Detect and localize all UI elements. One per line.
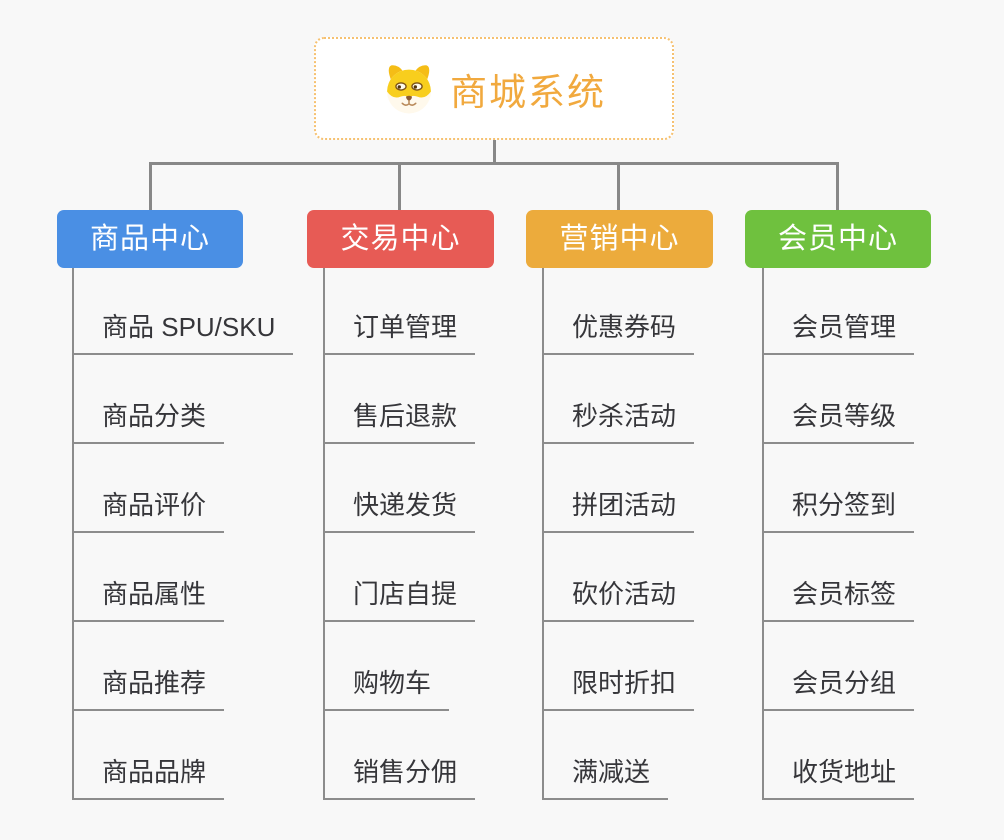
- child-node[interactable]: 收货地址: [762, 711, 915, 800]
- child-node-label: 售后退款: [323, 396, 476, 444]
- child-node[interactable]: 限时折扣: [542, 622, 695, 711]
- child-node[interactable]: 门店自提: [323, 533, 476, 622]
- child-node[interactable]: 商品品牌: [72, 711, 293, 800]
- branch-header-trade-center[interactable]: 交易中心: [307, 210, 494, 268]
- child-node-label: 优惠券码: [542, 307, 695, 355]
- branch-children-marketing-center: 优惠券码 秒杀活动 拼团活动 砍价活动 限时折扣 满减送: [542, 266, 695, 800]
- child-node-label: 会员标签: [762, 574, 915, 622]
- child-node[interactable]: 会员等级: [762, 355, 915, 444]
- child-node-label: 砍价活动: [542, 574, 695, 622]
- child-node[interactable]: 商品 SPU/SKU: [72, 266, 294, 355]
- child-node-label: 满减送: [542, 752, 669, 800]
- child-node-label: 门店自提: [323, 574, 476, 622]
- child-node-label: 快递发货: [323, 485, 476, 533]
- child-node-label: 商品 SPU/SKU: [72, 307, 294, 355]
- connector-branch-line: [72, 268, 74, 800]
- branch-header-marketing-center[interactable]: 营销中心: [526, 210, 713, 268]
- child-node[interactable]: 优惠券码: [542, 266, 695, 355]
- connector-branch-line: [323, 268, 325, 800]
- child-node[interactable]: 会员标签: [762, 533, 915, 622]
- connector-branch-line: [762, 268, 764, 800]
- branch-children-member-center: 会员管理 会员等级 积分签到 会员标签 会员分组 收货地址: [762, 266, 915, 800]
- branch-header-member-center[interactable]: 会员中心: [745, 210, 931, 268]
- child-node-label: 会员管理: [762, 307, 915, 355]
- child-node-label: 商品分类: [72, 396, 225, 444]
- connector-drop-member-center: [836, 162, 839, 210]
- child-node[interactable]: 销售分佣: [323, 711, 476, 800]
- child-node[interactable]: 积分签到: [762, 444, 915, 533]
- child-node[interactable]: 秒杀活动: [542, 355, 695, 444]
- shiba-dog-face-icon: [382, 62, 436, 116]
- child-node[interactable]: 会员管理: [762, 266, 915, 355]
- connector-root-stem: [493, 140, 496, 163]
- branch-header-product-center[interactable]: 商品中心: [57, 210, 243, 268]
- connector-branch-line: [542, 268, 544, 800]
- child-node[interactable]: 商品推荐: [72, 622, 293, 711]
- child-node[interactable]: 快递发货: [323, 444, 476, 533]
- child-node-label: 会员分组: [762, 663, 915, 711]
- child-node-label: 限时折扣: [542, 663, 695, 711]
- child-node-label: 会员等级: [762, 396, 915, 444]
- child-node-label: 积分签到: [762, 485, 915, 533]
- child-node[interactable]: 会员分组: [762, 622, 915, 711]
- child-node-label: 商品品牌: [72, 752, 225, 800]
- child-node-label: 销售分佣: [323, 752, 476, 800]
- connector-drop-trade-center: [398, 162, 401, 210]
- branch-children-product-center: 商品 SPU/SKU 商品分类 商品评价 商品属性 商品推荐 商品品牌: [72, 266, 294, 800]
- child-node[interactable]: 订单管理: [323, 266, 476, 355]
- child-node-label: 商品评价: [72, 485, 225, 533]
- connector-horizontal-bar: [149, 162, 839, 165]
- child-node[interactable]: 售后退款: [323, 355, 476, 444]
- child-node[interactable]: 商品评价: [72, 444, 293, 533]
- child-node-label: 购物车: [323, 663, 450, 711]
- child-node[interactable]: 商品分类: [72, 355, 293, 444]
- child-node-label: 秒杀活动: [542, 396, 695, 444]
- child-node-label: 商品属性: [72, 574, 225, 622]
- child-node-label: 拼团活动: [542, 485, 695, 533]
- child-node[interactable]: 购物车: [323, 622, 475, 711]
- child-node[interactable]: 满减送: [542, 711, 694, 800]
- child-node-label: 收货地址: [762, 752, 915, 800]
- child-node[interactable]: 拼团活动: [542, 444, 695, 533]
- connector-drop-marketing-center: [617, 162, 620, 210]
- child-node-label: 订单管理: [323, 307, 476, 355]
- connector-drop-product-center: [149, 162, 152, 210]
- child-node-label: 商品推荐: [72, 663, 225, 711]
- child-node[interactable]: 商品属性: [72, 533, 293, 622]
- root-node[interactable]: 商城系统: [314, 37, 674, 140]
- branch-children-trade-center: 订单管理 售后退款 快递发货 门店自提 购物车 销售分佣: [323, 266, 476, 800]
- child-node[interactable]: 砍价活动: [542, 533, 695, 622]
- root-title: 商城系统: [450, 71, 606, 113]
